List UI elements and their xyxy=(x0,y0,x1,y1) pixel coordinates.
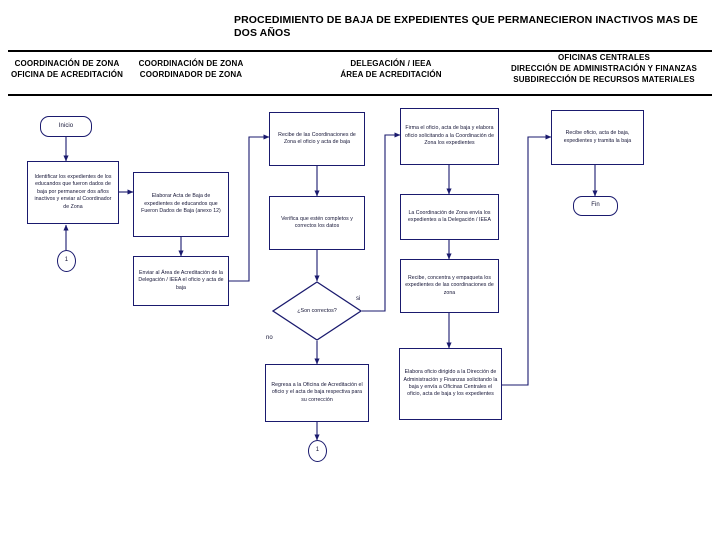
node-elabora-oficio-direccion[interactable]: Elabora oficio dirigido a la Dirección d… xyxy=(399,348,502,420)
node-coordinacion-envia-expedientes[interactable]: La Coordinación de Zona envía los expedi… xyxy=(400,194,499,240)
node-elaborar-acta-baja[interactable]: Elaborar Acta de Baja de expedientes de … xyxy=(133,172,229,237)
node-inicio[interactable]: Inicio xyxy=(40,116,92,137)
column-header-line2: COORDINADOR DE ZONA xyxy=(139,70,243,79)
header-divider-top xyxy=(8,50,712,52)
column-header-line2: ÁREA DE ACREDITACIÓN xyxy=(340,70,442,79)
column-header-delegacion-ieea: DELEGACIÓN / IEEA ÁREA DE ACREDITACIÓN xyxy=(318,58,464,80)
node-regresa-oficina-acreditacion[interactable]: Regresa a la Oficina de Acreditación el … xyxy=(265,364,369,422)
column-header-line2: DIRECCIÓN DE ADMINISTRACIÓN Y FINANZAS xyxy=(510,64,697,73)
node-recibe-concentra-empaqueta[interactable]: Recibe, concentra y empaqueta los expedi… xyxy=(400,259,499,313)
node-enviar-area-acreditacion[interactable]: Enviar al Área de Acreditación de la Del… xyxy=(133,256,229,306)
node-recibe-tramita-baja[interactable]: Recibe oficio, acta de baja, expedientes… xyxy=(551,110,644,165)
column-header-line1: DELEGACIÓN / IEEA xyxy=(350,59,432,68)
column-header-line3: SUBDIRECCIÓN DE RECURSOS MATERIALES xyxy=(513,75,695,84)
node-conector-1-salida[interactable]: 1 xyxy=(308,440,327,462)
column-header-line1: OFICINAS CENTRALES xyxy=(557,53,651,62)
node-verifica-datos[interactable]: Verifica que estén completos y correctos… xyxy=(269,196,365,250)
column-header-line2: OFICINA DE ACREDITACIÓN xyxy=(10,70,124,79)
column-header-line1: COORDINACIÓN DE ZONA xyxy=(14,59,120,68)
node-firma-oficio-acta[interactable]: Firma el oficio, acta de baja y elabora … xyxy=(400,108,499,165)
column-header-oficinas-centrales: OFICINAS CENTRALES DIRECCIÓN DE ADMINIST… xyxy=(494,52,714,85)
page-title: PROCEDIMIENTO DE BAJA DE EXPEDIENTES QUE… xyxy=(234,14,698,39)
header-divider-bottom xyxy=(8,94,712,96)
node-fin[interactable]: Fin xyxy=(573,196,618,216)
edge-label-no: no xyxy=(266,335,273,341)
column-header-coordinacion-zona-oficina: COORDINACIÓN DE ZONA OFICINA DE ACREDITA… xyxy=(6,58,128,80)
edge-label-si: si xyxy=(356,296,361,302)
node-decision-son-correctos[interactable]: ¿Son correctos? xyxy=(272,281,362,341)
node-identificar-expedientes[interactable]: Identificar los expedientes de los educa… xyxy=(27,161,119,224)
column-header-coordinacion-zona-coordinador: COORDINACIÓN DE ZONA COORDINADOR DE ZONA xyxy=(130,58,252,80)
node-recibe-coordinaciones[interactable]: Recibe de las Coordinaciones de Zona el … xyxy=(269,112,365,166)
node-conector-1-entrada[interactable]: 1 xyxy=(57,250,76,272)
column-header-line1: COORDINACIÓN DE ZONA xyxy=(138,59,244,68)
